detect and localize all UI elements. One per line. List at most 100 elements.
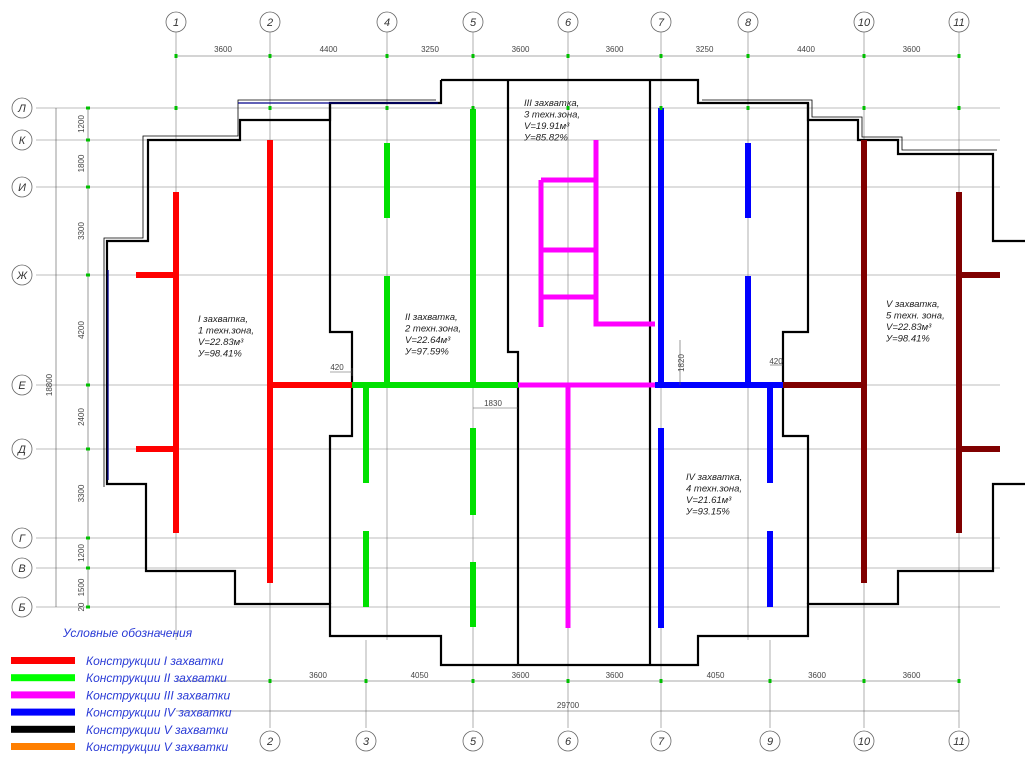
dim-top: 3250 <box>421 45 439 54</box>
zone-note-5: V захватка,5 техн. зона,V=22.83м³У=98.41… <box>885 299 945 345</box>
svg-text:4 техн.зона,: 4 техн.зона, <box>686 484 742 495</box>
svg-text:6: 6 <box>565 17 572 29</box>
dim-bottom: 3600 <box>903 671 921 680</box>
dim-top: 3600 <box>512 45 530 54</box>
svg-text:У=93.15%: У=93.15% <box>685 507 730 518</box>
dim-bottom: 3600 <box>512 671 530 680</box>
legend-item: Конструкции V захватки <box>11 723 228 737</box>
zone-note-2: II захватка,2 техн.зона,V=22.64м³У=97.59… <box>404 312 461 358</box>
svg-text:3 техн.зона,: 3 техн.зона, <box>524 110 580 121</box>
svg-text:Е: Е <box>18 380 26 392</box>
axis-bubble-bottom-6: 6 <box>557 730 579 752</box>
axis-bubble-row-5: Д <box>11 438 33 460</box>
svg-text:5 техн. зона,: 5 техн. зона, <box>886 311 945 322</box>
dim-bottom: 3600 <box>309 671 327 680</box>
svg-text:1 техн.зона,: 1 техн.зона, <box>198 326 254 337</box>
grid-axis-marks <box>86 54 961 683</box>
zone-2-structures <box>352 109 518 627</box>
dim-left: 20 <box>77 602 86 611</box>
legend-item: Конструкции I захватки <box>11 654 224 668</box>
dim-left: 3300 <box>77 222 86 240</box>
svg-text:1: 1 <box>173 17 179 29</box>
svg-text:У=85.82%: У=85.82% <box>523 133 568 144</box>
axis-bubble-top-10: 10 <box>853 11 875 33</box>
axis-bubble-bottom-11: 11 <box>948 730 970 752</box>
svg-text:7: 7 <box>658 17 665 29</box>
zone-note-4: IV захватка,4 техн.зона,V=21.61м³У=93.15… <box>685 472 742 518</box>
legend-swatch <box>11 674 75 682</box>
svg-text:11: 11 <box>953 17 964 29</box>
svg-text:9: 9 <box>767 736 773 748</box>
axis-bubble-row-3: Ж <box>11 264 33 286</box>
dim-inner: 1820 <box>677 354 686 372</box>
svg-text:У=97.59%: У=97.59% <box>404 347 449 358</box>
svg-text:V захватка,: V захватка, <box>886 299 940 310</box>
svg-text:10: 10 <box>858 17 871 29</box>
dim-bottom: 4050 <box>411 671 429 680</box>
svg-text:В: В <box>18 563 25 575</box>
axis-bubble-row-7: В <box>11 557 33 579</box>
dim-total-bottom: 29700 <box>557 701 580 710</box>
svg-text:I захватка,: I захватка, <box>198 314 248 325</box>
dim-top: 4400 <box>320 45 338 54</box>
axis-bubble-top-4: 4 <box>376 11 398 33</box>
svg-text:7: 7 <box>658 736 665 748</box>
legend-label: Конструкции V захватки <box>86 723 228 737</box>
legend-item: Конструкции II захватки <box>11 671 227 685</box>
dim-bottom: 4050 <box>707 671 725 680</box>
axis-bubble-top-5: 5 <box>462 11 484 33</box>
dim-top: 3600 <box>903 45 921 54</box>
svg-text:8: 8 <box>745 17 752 29</box>
axis-bubble-bottom-10: 10 <box>853 730 875 752</box>
zone-notes: I захватка,1 техн.зона,V=22.83м³У=98.41%… <box>197 98 945 518</box>
zone-4-structures <box>655 108 783 628</box>
svg-text:Г: Г <box>19 533 26 545</box>
dim-left: 3300 <box>77 484 86 502</box>
axis-bubble-bottom-5: 5 <box>462 730 484 752</box>
svg-text:3: 3 <box>363 736 370 748</box>
dim-inner: 420 <box>769 357 783 366</box>
axis-bubble-row-8: Б <box>11 596 33 618</box>
svg-text:V=22.83м³: V=22.83м³ <box>886 322 932 333</box>
svg-text:2: 2 <box>266 17 273 29</box>
svg-text:2 техн.зона,: 2 техн.зона, <box>404 324 461 335</box>
dim-top: 4400 <box>797 45 815 54</box>
legend-item: Конструкции IV захватки <box>11 706 232 720</box>
legend-item: Конструкции V захватки <box>11 740 228 754</box>
axis-bubble-top-6: 6 <box>557 11 579 33</box>
axis-bubble-row-0: Л <box>11 97 33 119</box>
zone-5-structures <box>783 140 1000 583</box>
dim-left: 4200 <box>77 321 86 339</box>
axis-bubble-top-7: 7 <box>650 11 672 33</box>
legend-item: Конструкции III захватки <box>11 688 230 702</box>
dim-inner: 1830 <box>484 399 502 408</box>
legend-swatch <box>11 725 75 733</box>
legend-label: Конструкции II захватки <box>86 671 227 685</box>
axis-bubble-bottom-7: 7 <box>650 730 672 752</box>
axis-bubble-row-6: Г <box>11 527 33 549</box>
svg-text:V=22.64м³: V=22.64м³ <box>405 335 451 346</box>
legend-label: Конструкции III захватки <box>86 688 230 702</box>
dim-bottom: 3600 <box>606 671 624 680</box>
dim-bottom: 3600 <box>808 671 826 680</box>
svg-text:И: И <box>18 182 26 194</box>
axis-bubble-top-11: 11 <box>948 11 970 33</box>
legend-swatch <box>11 691 75 699</box>
zone-note-3: III захватка,3 техн.зона,V=19.91м³У=85.8… <box>523 98 580 144</box>
dim-top: 3600 <box>606 45 624 54</box>
outline-blue-segment <box>107 102 438 480</box>
axis-bubble-row-2: И <box>11 176 33 198</box>
axis-bubble-bottom-9: 9 <box>759 730 781 752</box>
legend-swatch <box>11 708 75 716</box>
svg-text:II захватка,: II захватка, <box>405 312 458 323</box>
svg-text:К: К <box>19 135 26 147</box>
dim-left: 2400 <box>77 408 86 426</box>
axis-bubble-row-1: К <box>11 129 33 151</box>
dim-total-left: 18800 <box>45 373 54 396</box>
svg-text:10: 10 <box>858 736 871 748</box>
dim-left: 1200 <box>77 115 86 133</box>
